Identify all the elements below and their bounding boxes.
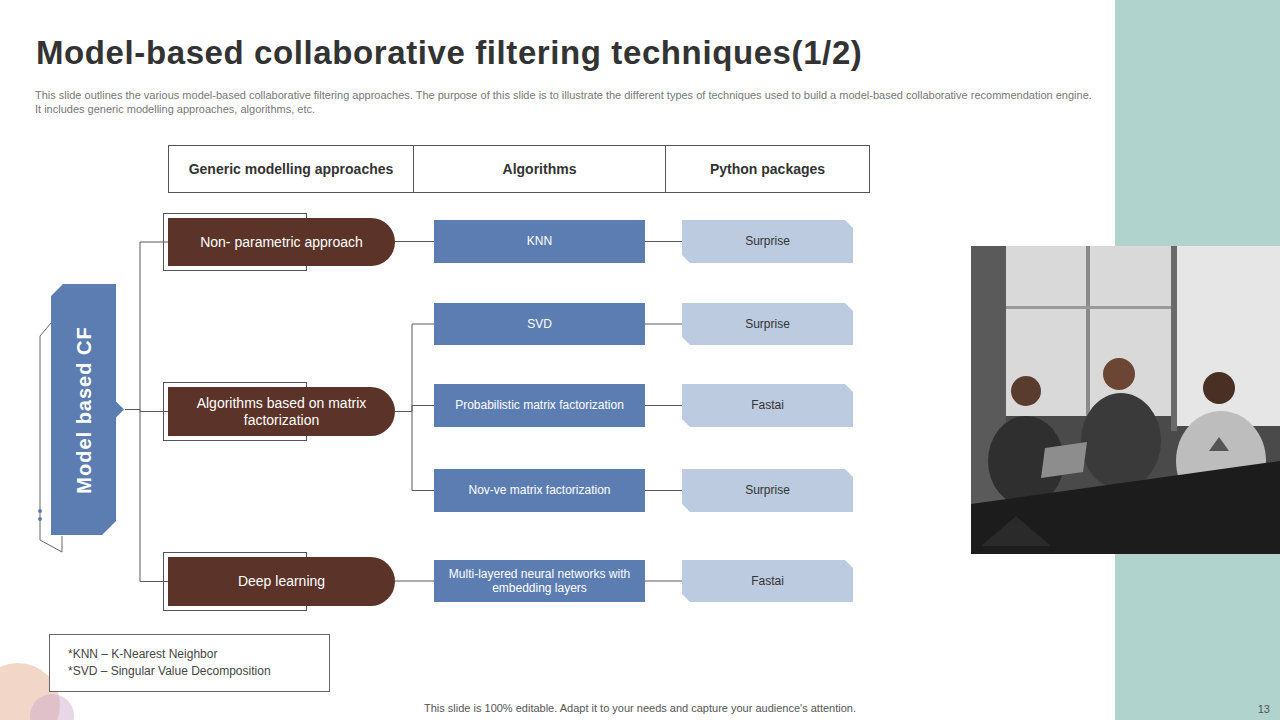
node-content: Surprise [682,469,853,512]
node-text: Python packages [710,161,825,178]
node-text: SVD [527,317,552,331]
connector-line [395,241,434,242]
package-tag: Surprise [682,469,853,512]
node-content: SVD [434,303,645,345]
node-content: Multi-layered neural networks with embed… [434,560,645,602]
pill-shape [168,557,395,606]
algorithm-rect [434,303,645,345]
node-content: Nov-ve matrix factorization [434,469,645,512]
package-polygon [682,303,853,345]
node-text: KNN [527,234,552,248]
column-header: Algorithms [413,145,666,193]
pill-shape [168,387,395,436]
node-content: Surprise [682,303,853,345]
connector-line [125,410,168,582]
node-text: Probabilistic matrix factorization [455,398,624,412]
node-content: Non- parametric approach [168,218,395,266]
node-text: Model based CF [72,326,96,493]
node-content: Fastai [682,560,853,602]
connector-line [645,324,682,325]
connector-line [125,242,168,410]
connector-line [645,581,682,582]
package-polygon [682,469,853,512]
algorithm-box: Probabilistic matrix factorization [434,384,645,427]
header-cell [414,146,666,193]
node-content: *KNN – K-Nearest Neighbor*SVD – Singular… [49,634,330,692]
connector-line [395,324,434,412]
approach-pill: Non- parametric approach [168,218,395,266]
approach-pill: Deep learning [168,557,395,606]
node-text: Surprise [745,234,790,248]
algorithm-box: Multi-layered neural networks with embed… [434,560,645,602]
slide-title: Model-based collaborative filtering tech… [36,34,862,72]
connector-line [395,412,434,491]
node-content: Generic modelling approaches [168,145,414,193]
node-text: Surprise [745,317,790,331]
node-content: KNN [434,220,645,263]
connector-line [645,241,682,242]
header-cell [666,146,870,193]
node-text: *SVD – Singular Value Decomposition [68,663,271,680]
algorithm-box: KNN [434,220,645,263]
node-content: Surprise [682,220,853,263]
algorithm-box: SVD [434,303,645,345]
node-content: Probabilistic matrix factorization [434,384,645,427]
algorithm-rect [434,560,645,602]
note-frame [50,635,330,692]
connector-line [395,581,434,582]
node-content: Fastai [682,384,853,427]
dot [38,509,42,513]
node-text: Deep learning [238,573,325,590]
footnote-box: *KNN – K-Nearest Neighbor*SVD – Singular… [49,634,330,692]
node-text: Multi-layered neural networks with embed… [442,567,637,596]
node-text: Algorithms based on matrix factorization [182,395,381,429]
meeting-photo [971,246,1280,554]
column-header: Python packages [665,145,870,193]
package-polygon [682,560,853,602]
node-content: Deep learning [168,557,395,606]
pill-shape [168,218,395,266]
node-content: Algorithms based on matrix factorization [168,387,395,436]
algorithm-rect [434,384,645,427]
node-text: Fastai [751,574,784,588]
node-text: Non- parametric approach [200,234,363,251]
package-polygon [682,384,853,427]
root-shape: Model based CF [51,284,125,535]
node-text: Generic modelling approaches [189,161,394,178]
root-polygon [51,284,124,535]
package-tag: Surprise [682,303,853,345]
connector-line [395,406,434,412]
corner-blob [30,694,74,720]
node-text: Fastai [751,398,784,412]
header-cell [169,146,414,193]
column-header: Generic modelling approaches [168,145,414,193]
slide-description: This slide outlines the various model-ba… [35,89,1097,117]
algorithm-box: Nov-ve matrix factorization [434,469,645,512]
node-text: Algorithms [503,161,577,178]
connector-line [645,405,682,406]
footer-note: This slide is 100% editable. Adapt it to… [340,702,940,716]
node-text: *KNN – K-Nearest Neighbor [68,646,217,663]
node-shape [49,634,330,692]
connector-line [645,490,682,491]
node-content: Algorithms [413,145,666,193]
package-tag: Fastai [682,560,853,602]
node-text: Surprise [745,483,790,497]
package-tag: Fastai [682,384,853,427]
page-number: 13 [1236,703,1270,717]
approach-pill: Algorithms based on matrix factorization [168,387,395,436]
node-content: Python packages [665,145,870,193]
package-polygon [682,220,853,263]
algorithm-rect [434,469,645,512]
package-tag: Surprise [682,220,853,263]
node-content: Model based CF [51,284,125,535]
dot [38,517,42,521]
node-text: Nov-ve matrix factorization [468,483,610,497]
algorithm-rect [434,220,645,263]
